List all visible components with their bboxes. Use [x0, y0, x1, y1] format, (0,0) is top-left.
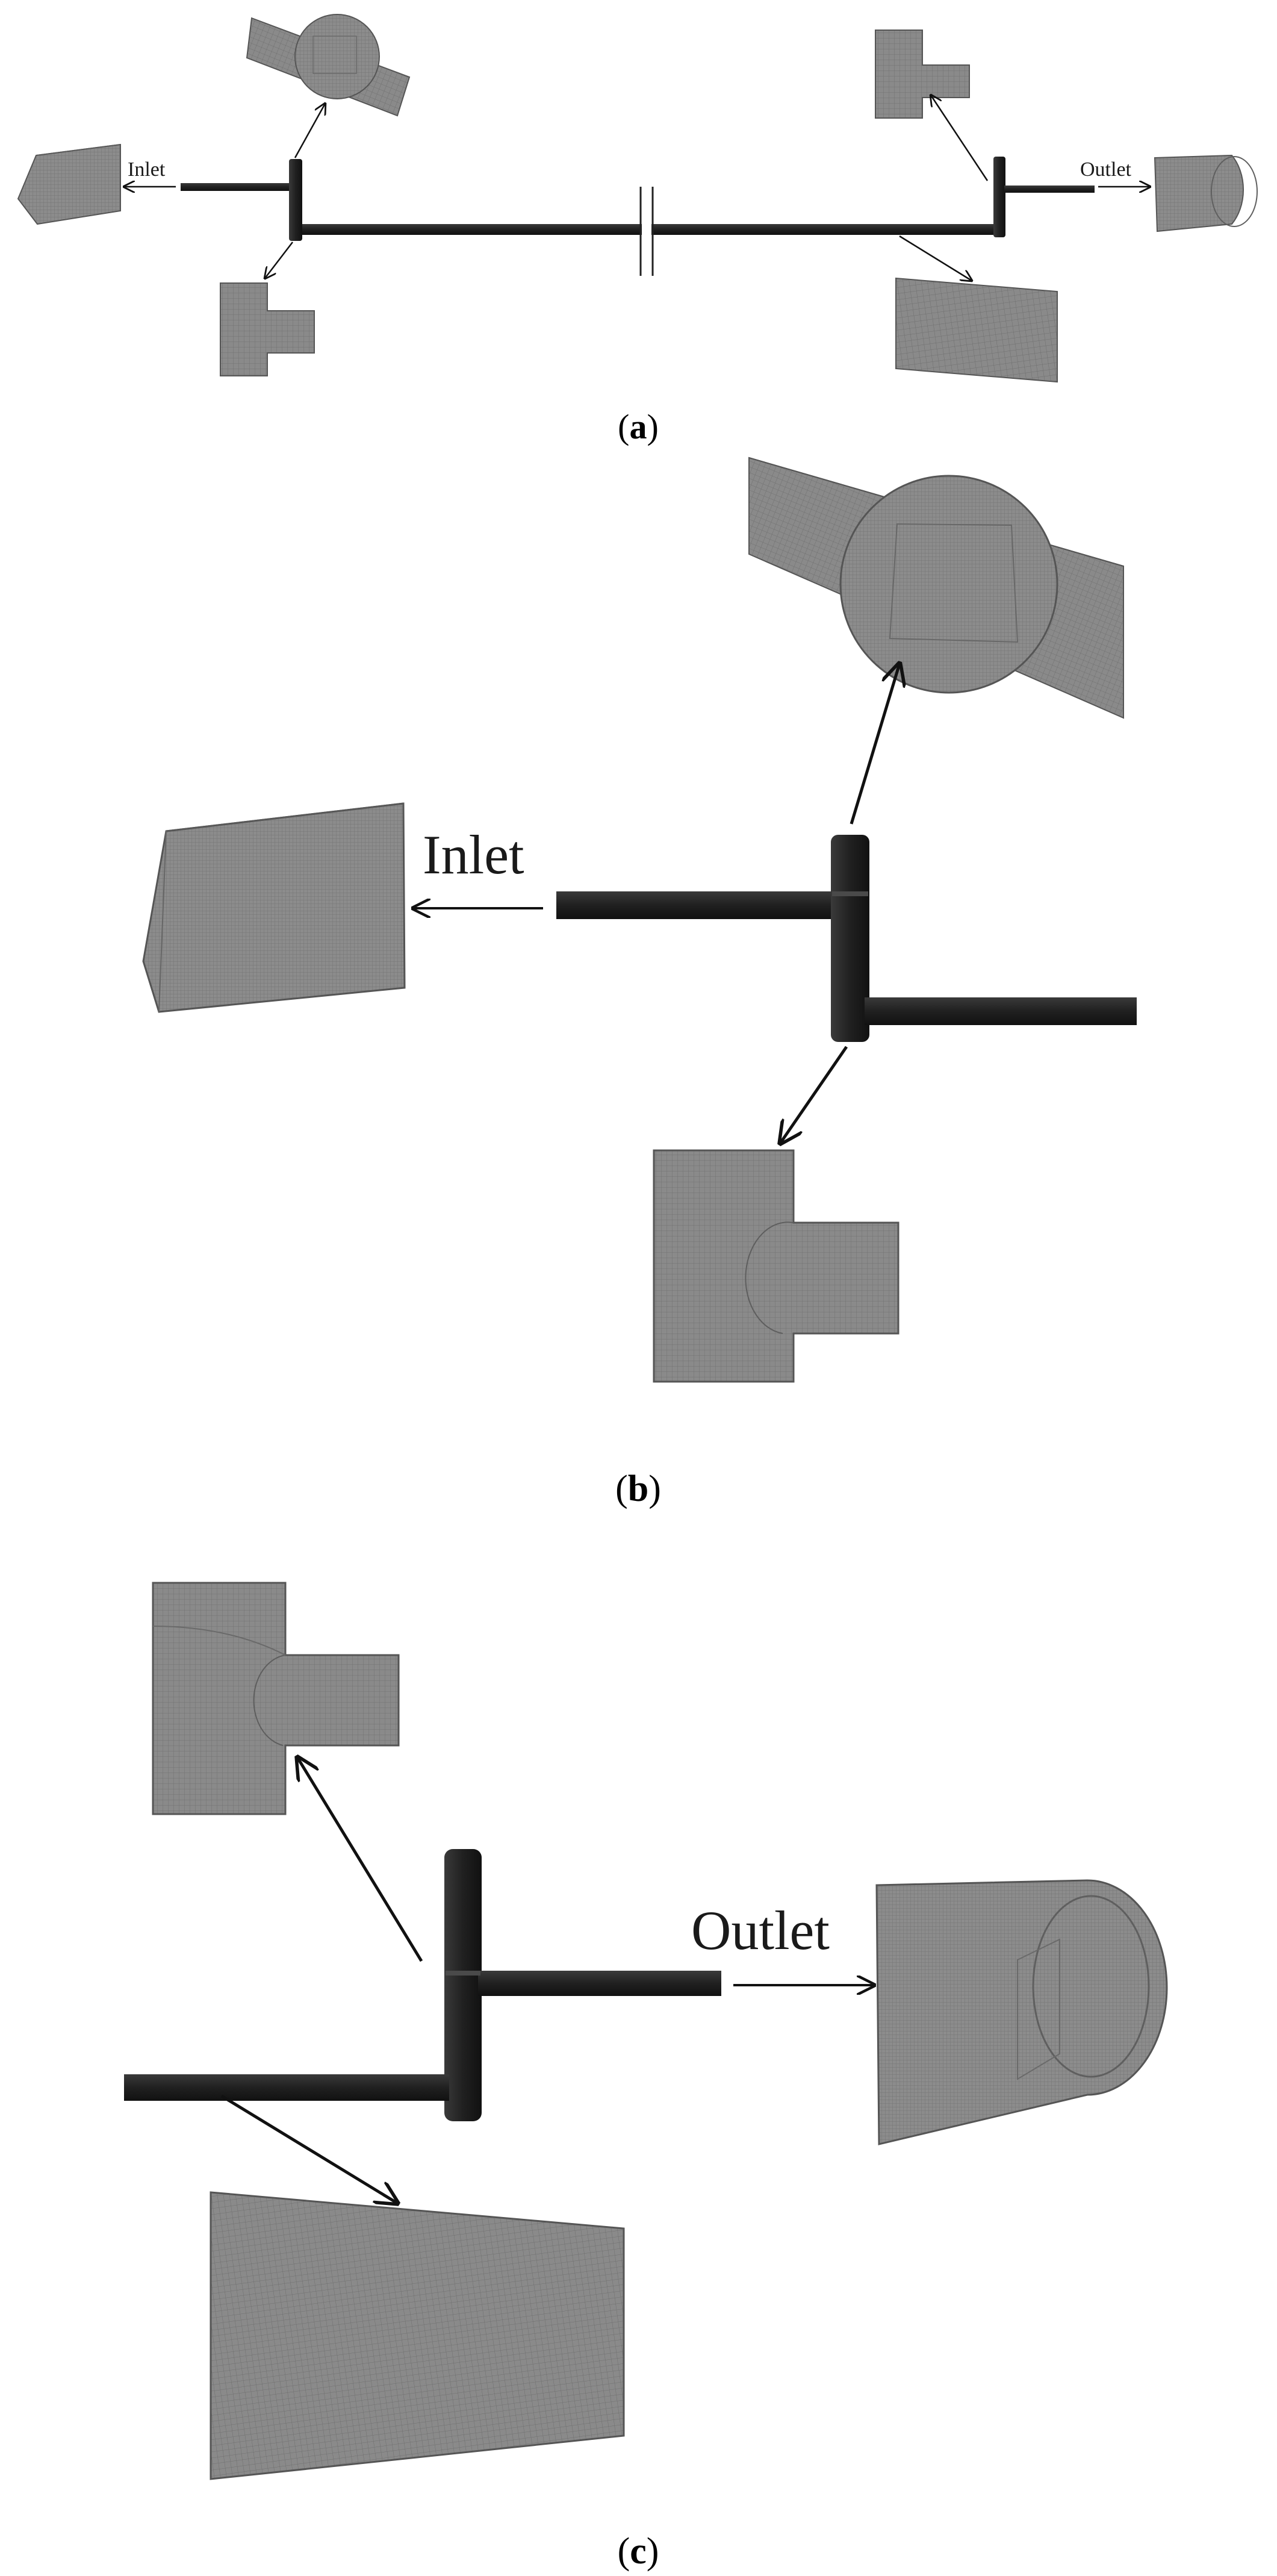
- tee-mesh-thumbnail: [220, 282, 315, 376]
- outlet-mesh-thumbnail: [1154, 154, 1258, 232]
- callout-arrow: [294, 104, 325, 158]
- outlet-label: Outlet: [691, 1900, 830, 1961]
- junction-mesh-thumbnail: [246, 14, 411, 117]
- callout-arrow: [220, 2094, 397, 2203]
- main-pipe: [124, 2074, 449, 2101]
- caption-b: (b): [615, 1468, 661, 1509]
- inlet-mesh-thumbnail: [17, 143, 121, 225]
- panel-b: Inlet (b): [142, 457, 1137, 1509]
- outlet-pipe: [478, 1971, 721, 1996]
- panel-a: Inlet Outlet: [17, 14, 1258, 446]
- pipe-mesh-detail: [210, 2191, 625, 2480]
- pipe-mesh-thumbnail: [895, 277, 1058, 383]
- outlet-pipe: [1004, 186, 1095, 193]
- callout-arrow: [265, 242, 293, 278]
- vertical-tee: [444, 1849, 482, 2121]
- callout-arrow: [899, 235, 972, 281]
- tee-mesh-detail: [653, 1149, 899, 1383]
- panel-c: Outlet (c): [124, 1582, 1168, 2572]
- main-pipe: [865, 997, 1137, 1025]
- inlet-pipe: [556, 891, 847, 919]
- left-vertical-tee: [289, 159, 302, 241]
- inlet-label: Inlet: [423, 824, 524, 885]
- callout-arrow: [850, 664, 899, 825]
- junction-mesh-detail: [748, 457, 1124, 719]
- caption-a: (a): [618, 407, 659, 446]
- inlet-pipe: [181, 183, 295, 191]
- right-vertical-tee: [993, 157, 1005, 237]
- tee-mesh-thumbnail-right: [875, 30, 970, 119]
- caption-c: (c): [618, 2531, 659, 2572]
- callout-arrow: [931, 95, 989, 181]
- inlet-mesh-detail: [142, 802, 406, 1013]
- outlet-label: Outlet: [1080, 158, 1132, 181]
- inlet-label: Inlet: [128, 158, 166, 181]
- outlet-mesh-detail: [875, 1879, 1168, 2145]
- tee-mesh-detail: [152, 1582, 400, 1815]
- vertical-tee: [831, 835, 869, 1042]
- callout-arrow: [780, 1046, 848, 1143]
- callout-arrow: [297, 1757, 423, 1962]
